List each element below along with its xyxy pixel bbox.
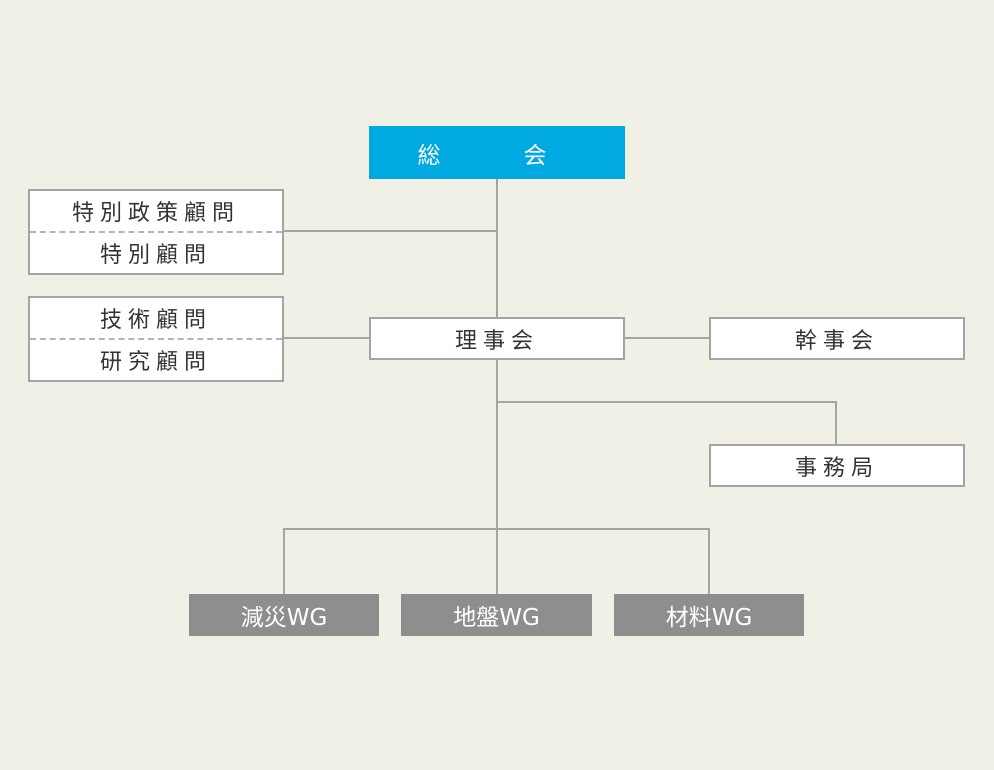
wg-disaster-label: 減災WG [240,605,328,631]
research-advisor: 研究顧問 [30,340,282,380]
special-advisors-box: 特別政策顧問 特別顧問 [28,189,284,275]
research-advisor-label: 研究顧問 [99,350,212,375]
wg-ground-box: 地盤WG [401,594,592,636]
secretariat-box: 事務局 [709,444,965,487]
special-advisor: 特別顧問 [30,233,282,273]
executive-label: 幹事会 [794,328,879,354]
secretariat-connector [497,401,837,444]
technical-advisor-label: 技術顧問 [99,308,212,333]
board-label: 理事会 [454,328,539,354]
executive-box: 幹事会 [709,317,965,360]
wg-disaster-box: 減災WG [189,594,379,636]
wg-material-label: 材料WG [665,605,753,631]
general-assembly-box: 総 会 [369,126,625,179]
tech-advisors-box: 技術顧問 研究顧問 [28,296,284,382]
general-assembly-label: 総 会 [417,142,577,169]
technical-advisor: 技術顧問 [30,298,282,340]
wg-ground-label: 地盤WG [453,605,540,631]
secretariat-label: 事務局 [794,455,879,481]
board-box: 理事会 [369,317,625,360]
wg-connector [283,528,710,594]
special-policy-advisor-label: 特別政策顧問 [71,201,240,226]
special-advisor-label: 特別顧問 [99,243,212,268]
wg-material-box: 材料WG [614,594,804,636]
special-policy-advisor: 特別政策顧問 [30,191,282,233]
